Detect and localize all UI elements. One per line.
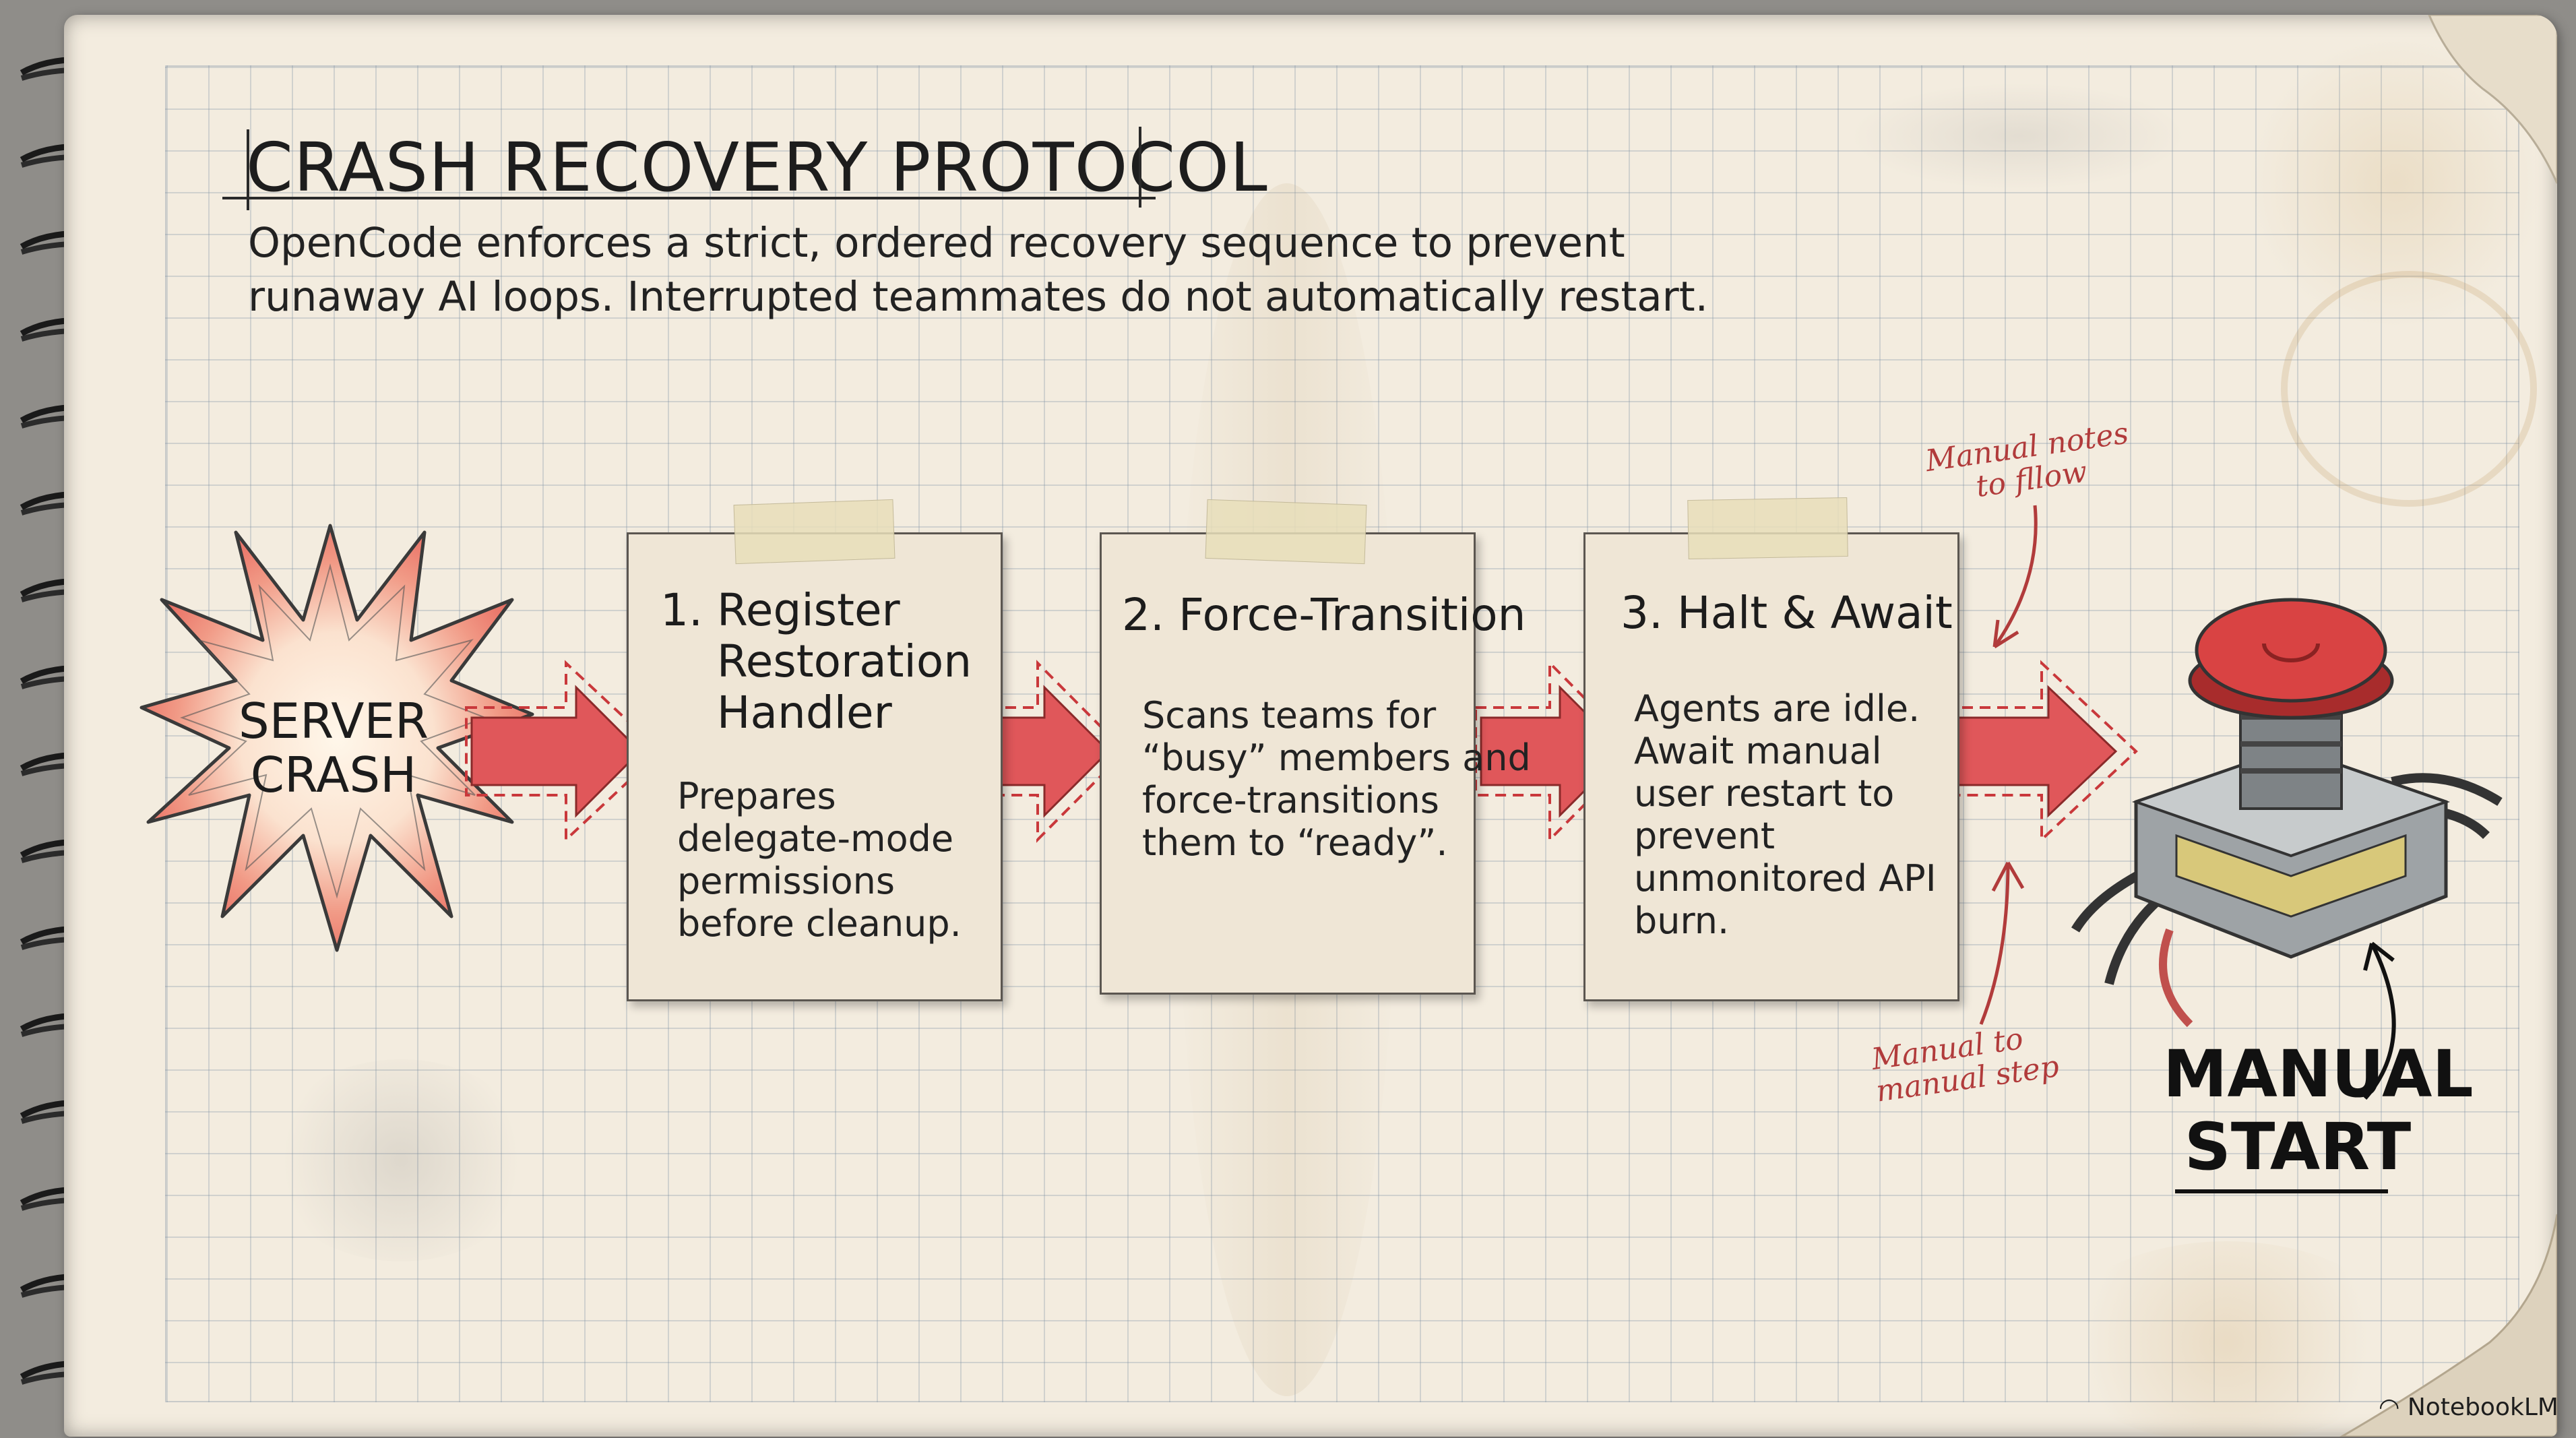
tape xyxy=(1687,497,1848,560)
title-bracket xyxy=(247,129,249,210)
emergency-stop-button-icon xyxy=(2071,598,2503,1028)
title-bracket xyxy=(1139,127,1141,208)
step-card-2 xyxy=(1100,532,1476,995)
coffee-ring xyxy=(2281,271,2537,507)
step-3-title: 3. Halt & Await xyxy=(1621,587,1953,639)
brand-label: NotebookLM xyxy=(2407,1394,2558,1421)
flow-arrow-1 xyxy=(465,660,662,843)
manual-start-label: MANUAL START xyxy=(2163,1036,2474,1185)
stain xyxy=(1850,82,2187,190)
manual-start-underline xyxy=(2175,1189,2388,1193)
stain xyxy=(266,1059,536,1261)
subtitle-line-2: runaway AI loops. Interrupted teammates … xyxy=(248,273,1709,321)
subtitle-line-1: OpenCode enforces a strict, ordered reco… xyxy=(248,219,1625,267)
step-card-1 xyxy=(627,532,1003,1001)
tape xyxy=(733,499,896,565)
step-2-body: Scans teams for “busy” members and force… xyxy=(1142,694,1531,864)
notebooklm-logo: ◠ NotebookLM xyxy=(2379,1394,2558,1421)
start-pointer-arrow xyxy=(2363,941,2396,1100)
server-crash-label: SERVER CRASH xyxy=(238,693,429,803)
notebooklm-icon: ◠ xyxy=(2379,1394,2408,1421)
folded-corner-top xyxy=(2428,15,2557,184)
step-card-3 xyxy=(1583,532,1959,1001)
step-3-body: Agents are idle. Await manual user resta… xyxy=(1634,687,1937,942)
folded-corner-bottom xyxy=(2339,1214,2557,1437)
annotation-arrow-top xyxy=(1992,505,2038,649)
title-underline xyxy=(222,197,1156,199)
tape xyxy=(1205,499,1367,565)
page-title: CRASH RECOVERY PROTOCOL xyxy=(246,128,1268,207)
step-1-body: Prepares delegate-mode permissions befor… xyxy=(677,775,962,945)
annotation-arrow-bottom xyxy=(1979,861,2025,1025)
step-2-title: 2. Force-Transition xyxy=(1122,589,1526,641)
stain xyxy=(2052,1241,2402,1437)
explosion-icon xyxy=(139,524,534,952)
step-1-title: 1. Register Restoration Handler xyxy=(660,584,972,739)
